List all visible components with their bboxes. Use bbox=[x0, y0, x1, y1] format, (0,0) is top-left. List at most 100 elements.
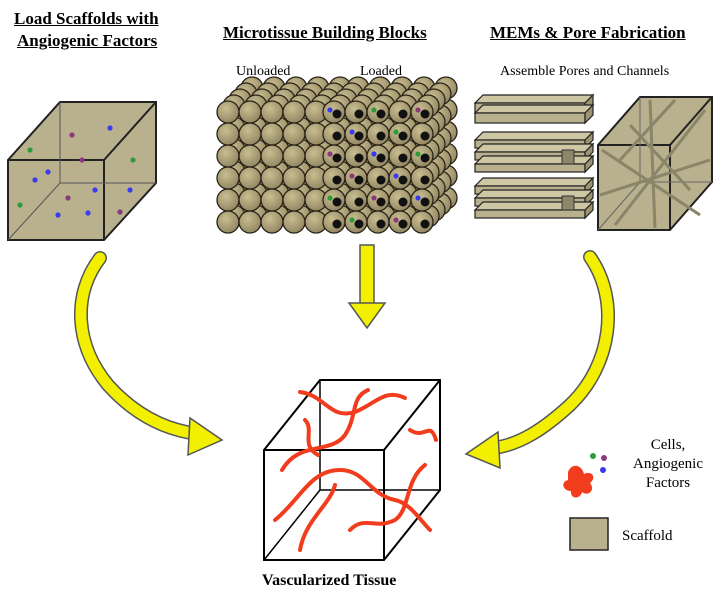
sphere-core bbox=[376, 197, 386, 207]
sphere-factor-dot bbox=[327, 151, 333, 157]
microtissue-sphere bbox=[216, 188, 240, 212]
arrow-left-shaft bbox=[75, 252, 204, 440]
mems-plate bbox=[473, 154, 595, 174]
microtissue-sphere bbox=[260, 210, 284, 234]
arrow-center-head bbox=[347, 302, 387, 330]
factor-dot bbox=[65, 195, 71, 201]
mems-plate bbox=[473, 103, 595, 125]
microtissue-sphere bbox=[282, 144, 306, 168]
vessel-5 bbox=[348, 463, 427, 532]
sphere-factor-dot bbox=[415, 107, 421, 113]
label-loaded: Loaded bbox=[360, 64, 402, 79]
factor-dot bbox=[92, 187, 98, 193]
microtissue-sphere bbox=[260, 100, 284, 124]
sphere-core bbox=[354, 197, 364, 207]
mems-slot bbox=[561, 195, 575, 211]
arrow-right-head bbox=[464, 430, 501, 470]
header-mems: MEMs & Pore Fabrication bbox=[490, 23, 686, 42]
sphere-core bbox=[398, 197, 408, 207]
mems-plate bbox=[473, 200, 595, 220]
sphere-core bbox=[420, 131, 430, 141]
scaffold-cube-left-body bbox=[7, 101, 157, 241]
vessel-7 bbox=[303, 418, 320, 457]
sphere-factor-dot bbox=[349, 129, 355, 135]
mems-channels bbox=[599, 98, 711, 229]
sphere-factor-dot bbox=[327, 195, 333, 201]
mems-layered-plates bbox=[473, 93, 595, 220]
sphere-core bbox=[332, 131, 342, 141]
label-unloaded: Unloaded bbox=[236, 64, 291, 79]
sphere-core bbox=[332, 109, 342, 119]
header-microtissue: Microtissue Building Blocks bbox=[223, 23, 427, 42]
arrow-left-head bbox=[187, 416, 224, 457]
microtissue-sphere bbox=[238, 100, 262, 124]
microtissue-sphere bbox=[238, 122, 262, 146]
sphere-core bbox=[376, 175, 386, 185]
microtissue-sphere bbox=[238, 210, 262, 234]
microtissue-sphere bbox=[260, 144, 284, 168]
microtissue-sphere bbox=[238, 166, 262, 190]
scaffold-cube-left-factor-dots bbox=[17, 125, 136, 218]
microtissue-sphere bbox=[282, 100, 306, 124]
microtissue-sphere bbox=[238, 188, 262, 212]
sphere-core bbox=[398, 109, 408, 119]
factor-dot bbox=[27, 147, 33, 153]
legend-dot-blue bbox=[600, 467, 606, 473]
vascularized-cube-edge-right-top bbox=[383, 379, 441, 451]
factor-dot bbox=[69, 132, 75, 138]
arrow-center-shaft bbox=[359, 244, 375, 306]
factor-dot bbox=[17, 202, 23, 208]
microtissue-loaded-stack bbox=[322, 76, 458, 234]
sphere-core bbox=[354, 109, 364, 119]
label-vascularized-tissue: Vascularized Tissue bbox=[262, 572, 397, 589]
sphere-factor-dot bbox=[371, 195, 377, 201]
vessel-3 bbox=[273, 467, 432, 532]
microtissue-sphere bbox=[216, 122, 240, 146]
sphere-core bbox=[376, 109, 386, 119]
microtissue-sphere bbox=[216, 100, 240, 124]
factor-dot bbox=[79, 157, 85, 163]
vascularized-cube-hidden-diagonal bbox=[263, 489, 321, 561]
sphere-factor-dot bbox=[393, 217, 399, 223]
sphere-core bbox=[354, 175, 364, 185]
sphere-core bbox=[332, 197, 342, 207]
sphere-core bbox=[398, 219, 408, 229]
mems-channel-5 bbox=[599, 158, 711, 197]
vessel-4 bbox=[298, 483, 337, 552]
sphere-core bbox=[376, 153, 386, 163]
sphere-core bbox=[420, 153, 430, 163]
sphere-core bbox=[398, 175, 408, 185]
mems-channel-6 bbox=[618, 98, 677, 162]
vascularized-cube bbox=[263, 379, 441, 561]
factor-dot bbox=[55, 212, 61, 218]
sphere-core bbox=[332, 153, 342, 163]
scaffold-cube-left-hidden-diagonal bbox=[7, 182, 61, 241]
mems-channel-4 bbox=[648, 99, 657, 229]
microtissue-sphere bbox=[282, 122, 306, 146]
sphere-factor-dot bbox=[327, 107, 333, 113]
mems-channel-cube-edge-right-top bbox=[669, 96, 713, 146]
microtissue-sphere bbox=[260, 122, 284, 146]
sphere-core bbox=[398, 153, 408, 163]
factor-dot bbox=[127, 187, 133, 193]
arrow-right-curved bbox=[464, 250, 615, 470]
microtissue-sphere bbox=[216, 210, 240, 234]
sphere-factor-dot bbox=[393, 173, 399, 179]
sphere-core bbox=[376, 219, 386, 229]
sphere-core bbox=[332, 175, 342, 185]
legend-scaffold-swatch bbox=[569, 517, 609, 551]
mems-channel-2 bbox=[613, 109, 707, 226]
legend-cells-icon bbox=[563, 453, 607, 498]
arrow-center-down bbox=[347, 244, 387, 330]
microtissue-sphere bbox=[260, 166, 284, 190]
sphere-factor-dot bbox=[371, 151, 377, 157]
mems-channel-cube-hidden-diagonal bbox=[597, 181, 641, 231]
label-assemble: Assemble Pores and Channels bbox=[500, 64, 670, 79]
vessel-2 bbox=[280, 388, 370, 472]
mems-channel-cube bbox=[597, 96, 713, 231]
legend-cells-text: Cells, Angiogenic Factors bbox=[628, 436, 708, 493]
microtissue-sphere bbox=[216, 166, 240, 190]
vessel-6 bbox=[408, 428, 438, 442]
legend-dot-green bbox=[590, 453, 596, 459]
